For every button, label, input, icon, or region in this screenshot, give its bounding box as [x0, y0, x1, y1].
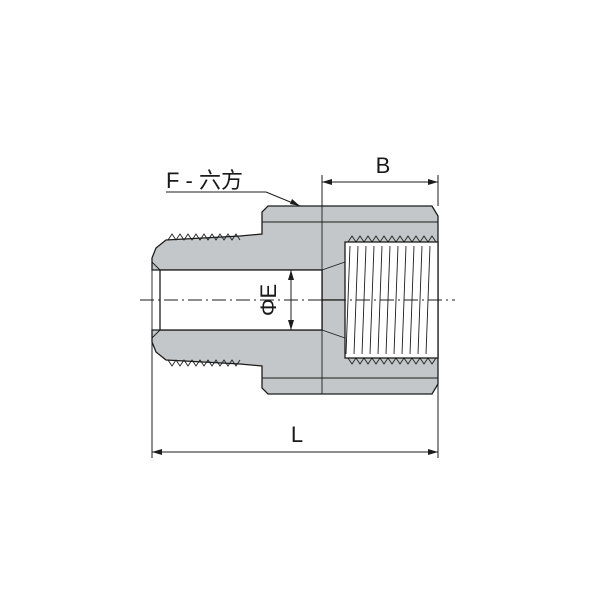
hex-label: F - 六方 — [166, 168, 243, 193]
hex-leader — [166, 191, 301, 207]
dimension-b-label: B — [376, 153, 391, 178]
dimension-e-label: ΦE — [256, 284, 281, 316]
dimension-b — [321, 175, 439, 206]
dimension-l-label: L — [291, 422, 303, 447]
dimension-e — [288, 270, 294, 330]
female-thread-top — [347, 235, 437, 243]
dimension-l — [151, 342, 439, 458]
female-thread-bottom — [347, 357, 437, 365]
male-thread-bottom — [167, 359, 241, 367]
male-thread-top — [167, 233, 241, 241]
